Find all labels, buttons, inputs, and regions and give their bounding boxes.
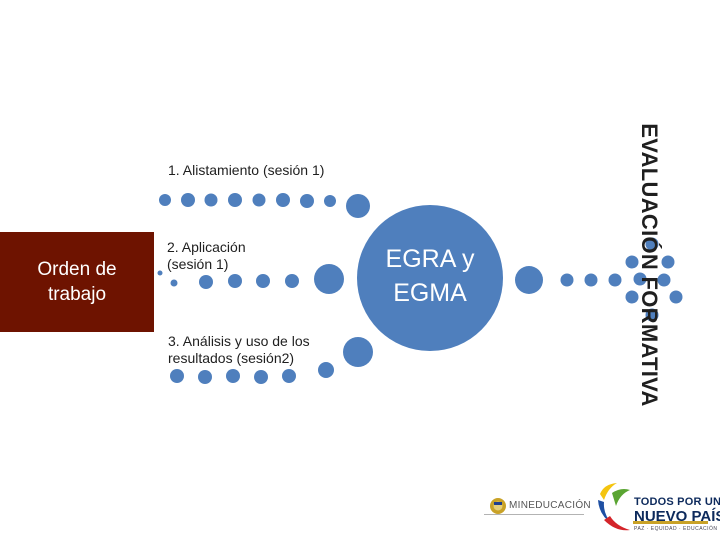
dot bbox=[300, 194, 314, 208]
bottom-branch-dots bbox=[170, 337, 373, 384]
step-2-line2: (sesión 1) bbox=[167, 256, 229, 272]
dot bbox=[314, 264, 344, 294]
dot bbox=[228, 274, 242, 288]
logo-swoosh-blue-icon bbox=[598, 500, 612, 524]
dot bbox=[318, 362, 334, 378]
orden-de-trabajo-box: Orden de trabajo bbox=[0, 232, 154, 332]
dot bbox=[657, 273, 671, 287]
dot bbox=[285, 274, 299, 288]
box-label-line2: trabajo bbox=[47, 284, 107, 305]
step-1-label: 1. Alistamiento (sesión 1) bbox=[168, 162, 324, 179]
dot bbox=[515, 266, 543, 294]
dot bbox=[252, 193, 266, 207]
dot bbox=[669, 290, 683, 304]
dot bbox=[204, 193, 218, 207]
logo-swoosh-red-icon bbox=[604, 516, 630, 531]
paz-equidad-educacion-text: PAZ · EQUIDAD · EDUCACIÓN bbox=[634, 526, 718, 532]
dot bbox=[276, 193, 290, 207]
todos-por-un-nuevo-pais-logo bbox=[598, 483, 708, 531]
mineducacion-text: MINEDUCACIÓN bbox=[509, 500, 591, 511]
dot bbox=[661, 255, 675, 269]
dot bbox=[170, 279, 178, 287]
dot bbox=[282, 369, 296, 383]
dot bbox=[157, 270, 163, 276]
dot bbox=[625, 290, 639, 304]
dot bbox=[608, 273, 622, 287]
center-label-line2: EGMA bbox=[393, 279, 467, 307]
dot bbox=[645, 308, 659, 322]
logo-swoosh-green-icon bbox=[612, 489, 630, 506]
center-circle bbox=[357, 205, 503, 351]
dot bbox=[346, 194, 370, 218]
dot bbox=[560, 273, 574, 287]
dot bbox=[324, 195, 336, 207]
top-branch-dots bbox=[159, 193, 370, 218]
mineducacion-logo bbox=[484, 498, 584, 515]
logo-underline bbox=[484, 514, 584, 515]
dot bbox=[228, 193, 242, 207]
dot bbox=[181, 193, 195, 207]
dot bbox=[254, 370, 268, 384]
dot bbox=[226, 369, 240, 383]
dot bbox=[343, 337, 373, 367]
step-2-line1: 2. Aplicación bbox=[167, 239, 246, 255]
step-3-line1: 3. Análisis y uso de los bbox=[168, 333, 310, 349]
step-3-line2: resultados (sesión2) bbox=[168, 350, 295, 366]
dot bbox=[159, 194, 171, 206]
step-3-label: 3. Análisis y uso de los resultados (ses… bbox=[168, 333, 310, 367]
coat-of-arms-band-icon bbox=[494, 502, 502, 505]
step-1-text: 1. Alistamiento (sesión 1) bbox=[168, 162, 325, 178]
dot bbox=[645, 237, 659, 251]
logo-yellow-bar bbox=[633, 521, 708, 524]
dot bbox=[584, 273, 598, 287]
middle-branch-dots bbox=[157, 264, 344, 294]
step-2-label: 2. Aplicación (sesión 1) bbox=[167, 239, 246, 273]
todos-por-un-text: TODOS POR UN bbox=[634, 496, 720, 508]
right-branch-dots bbox=[515, 237, 683, 322]
dot bbox=[198, 370, 212, 384]
dot bbox=[625, 255, 639, 269]
center-label: EGRA y EGMA bbox=[362, 242, 498, 310]
box-label-line1: Orden de bbox=[37, 259, 117, 280]
dot bbox=[633, 272, 647, 286]
center-label-line1: EGRA y bbox=[385, 245, 475, 273]
evaluacion-formativa-title: EVALUACIÓN FORMATIVA bbox=[637, 123, 662, 407]
nuevo-pais-text: NUEVO PAÍS bbox=[634, 508, 720, 525]
dot bbox=[170, 369, 184, 383]
dot bbox=[199, 275, 213, 289]
logo-swoosh-yellow-icon bbox=[600, 483, 617, 500]
dot bbox=[256, 274, 270, 288]
